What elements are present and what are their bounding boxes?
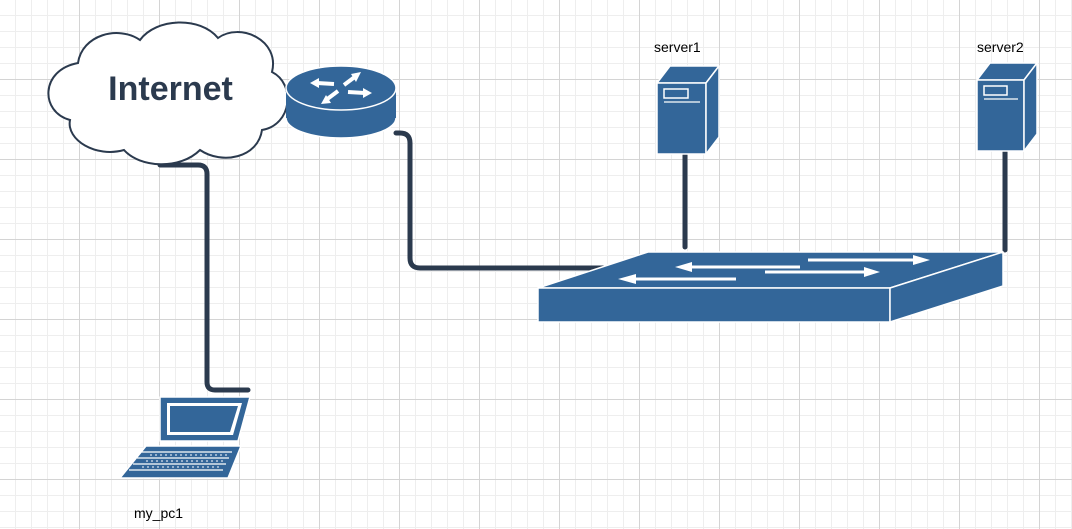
laptop-icon: [119, 396, 251, 479]
link-internet-my-pc1: [157, 162, 251, 393]
cloud-icon: [47, 21, 289, 166]
my-pc1-label: my_pc1: [134, 505, 184, 521]
server2-label: server2: [977, 39, 1024, 55]
server1-icon: [656, 65, 720, 155]
link-router-switch: [393, 130, 611, 271]
server1-label: server1: [654, 39, 701, 55]
internet-label: Internet: [108, 70, 233, 108]
router-icon: [285, 65, 397, 139]
server2-icon: [976, 62, 1038, 152]
switch-icon: [537, 251, 1004, 323]
